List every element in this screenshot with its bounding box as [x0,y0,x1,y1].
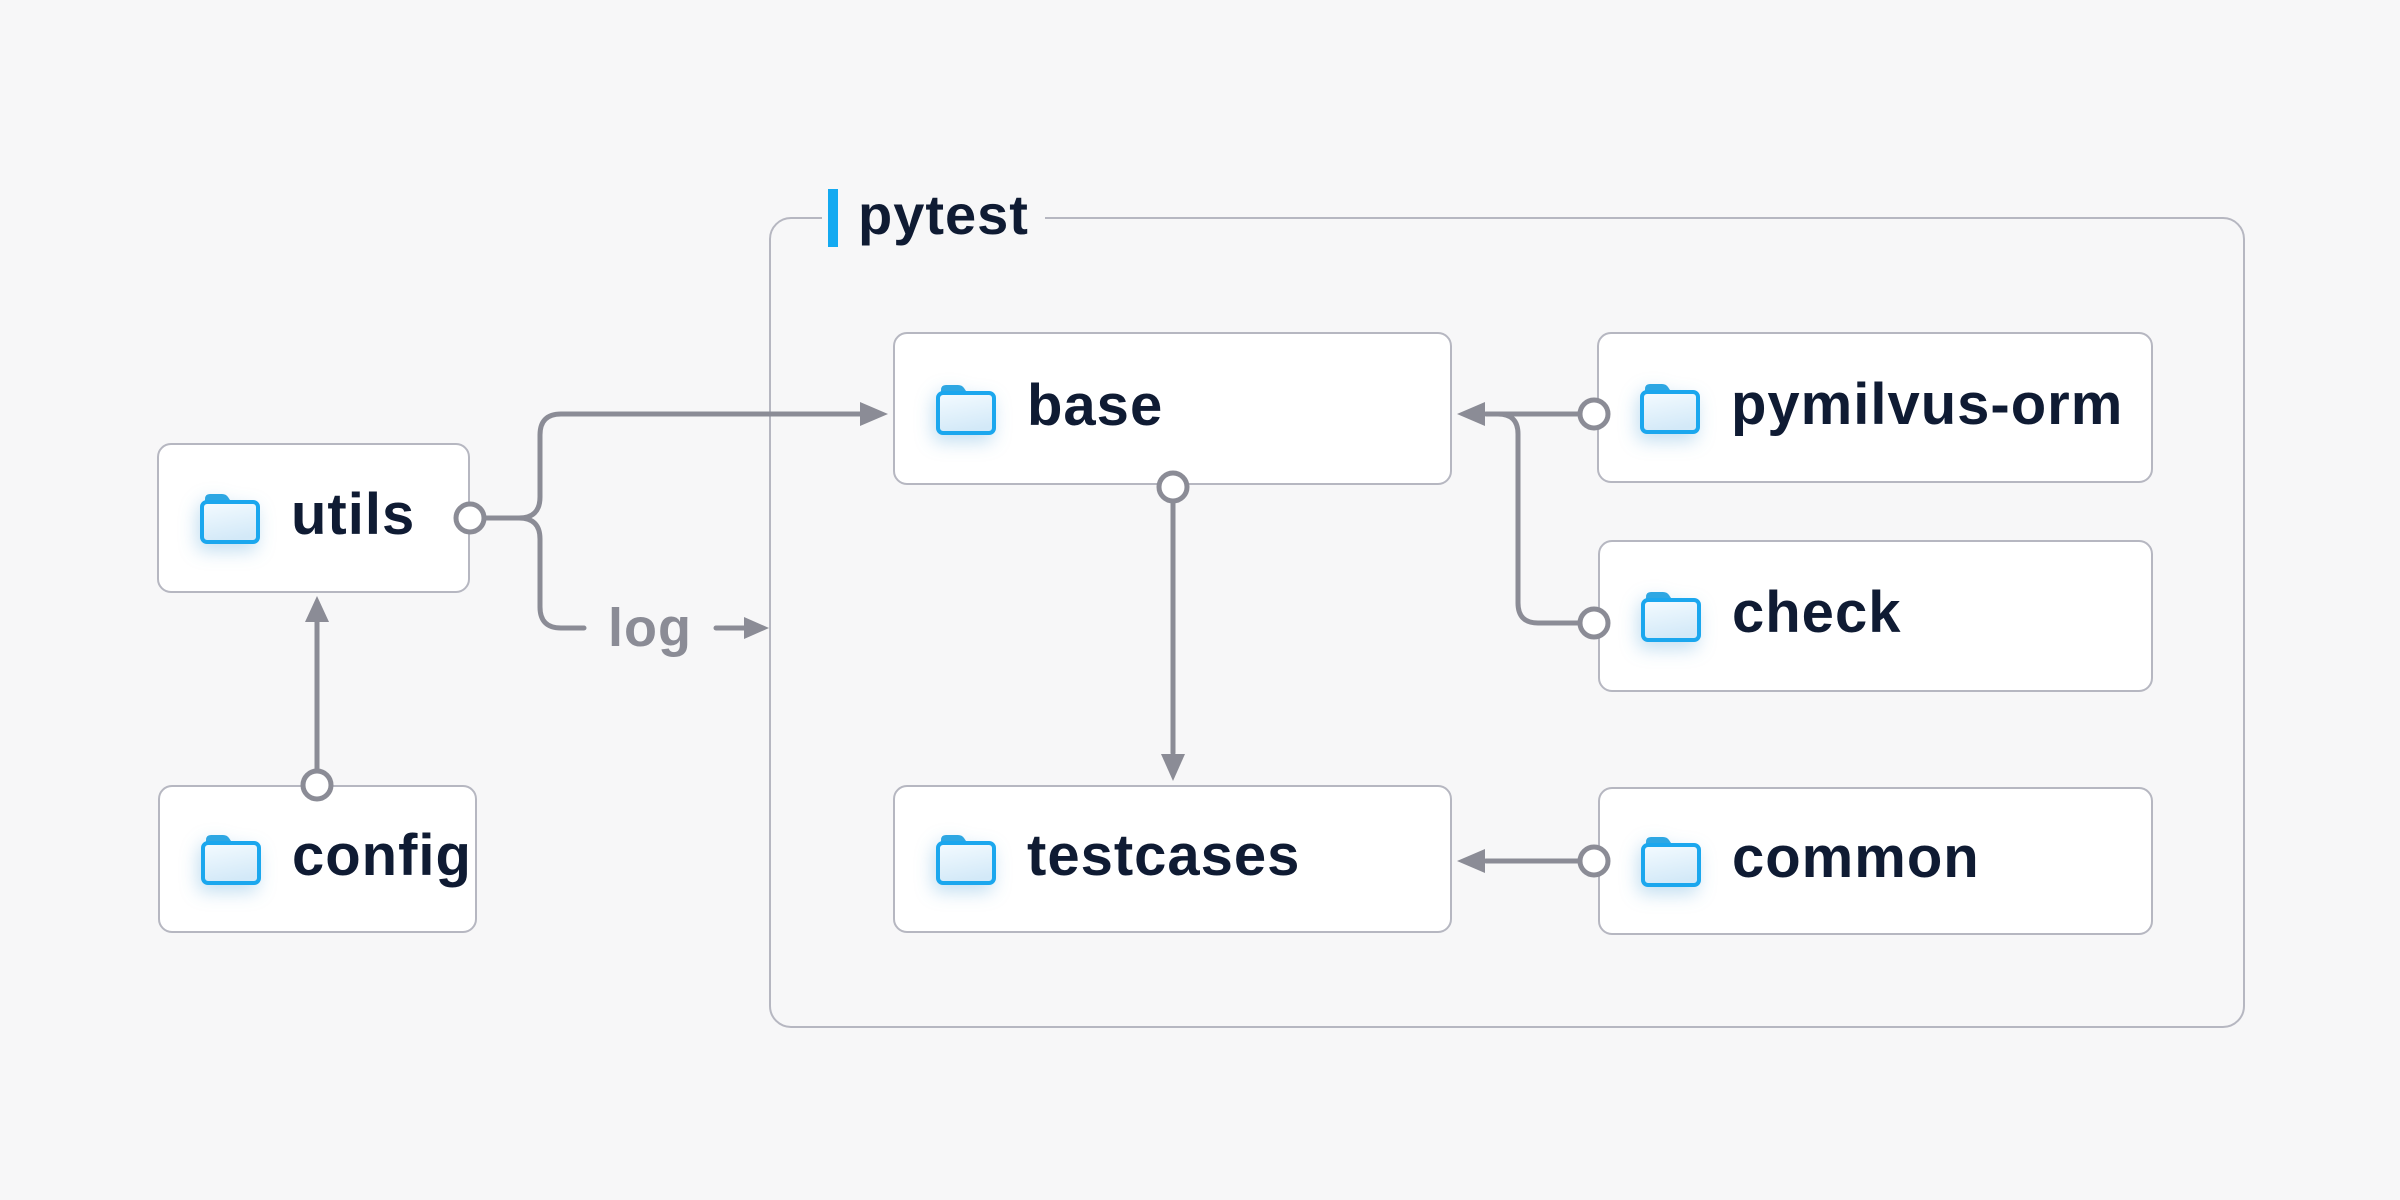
edge-label-log: log [608,598,692,658]
node-check: check [1598,540,2153,692]
node-label: config [292,823,472,888]
node-utils: utils [157,443,470,593]
folder-icon [1640,383,1700,434]
group-title: pytest [858,183,1029,246]
pytest-group-label: pytest [822,187,1045,249]
folder-icon [200,494,260,544]
arrowhead-right-log [744,617,769,639]
node-label: base [1027,372,1164,438]
folder-icon [201,835,261,885]
node-label: pymilvus-orm [1731,371,2124,437]
node-config: config [158,785,477,933]
edge-utils-to-log [516,515,587,631]
arrowhead-up-utils [305,596,329,622]
label-accent-bar [828,189,838,247]
folder-icon [1641,592,1701,642]
node-label: check [1732,580,1902,645]
node-label: common [1732,825,1980,890]
node-label: utils [291,482,416,547]
folder-icon [936,384,996,435]
node-testcases: testcases [893,785,1452,933]
pytest-group: pytest [769,187,2245,1028]
node-label: testcases [1027,823,1301,888]
node-base: base [893,332,1452,485]
node-common: common [1598,787,2153,935]
folder-icon [936,835,996,885]
folder-icon [1641,837,1701,887]
node-pymilvus-orm: pymilvus-orm [1597,332,2153,483]
